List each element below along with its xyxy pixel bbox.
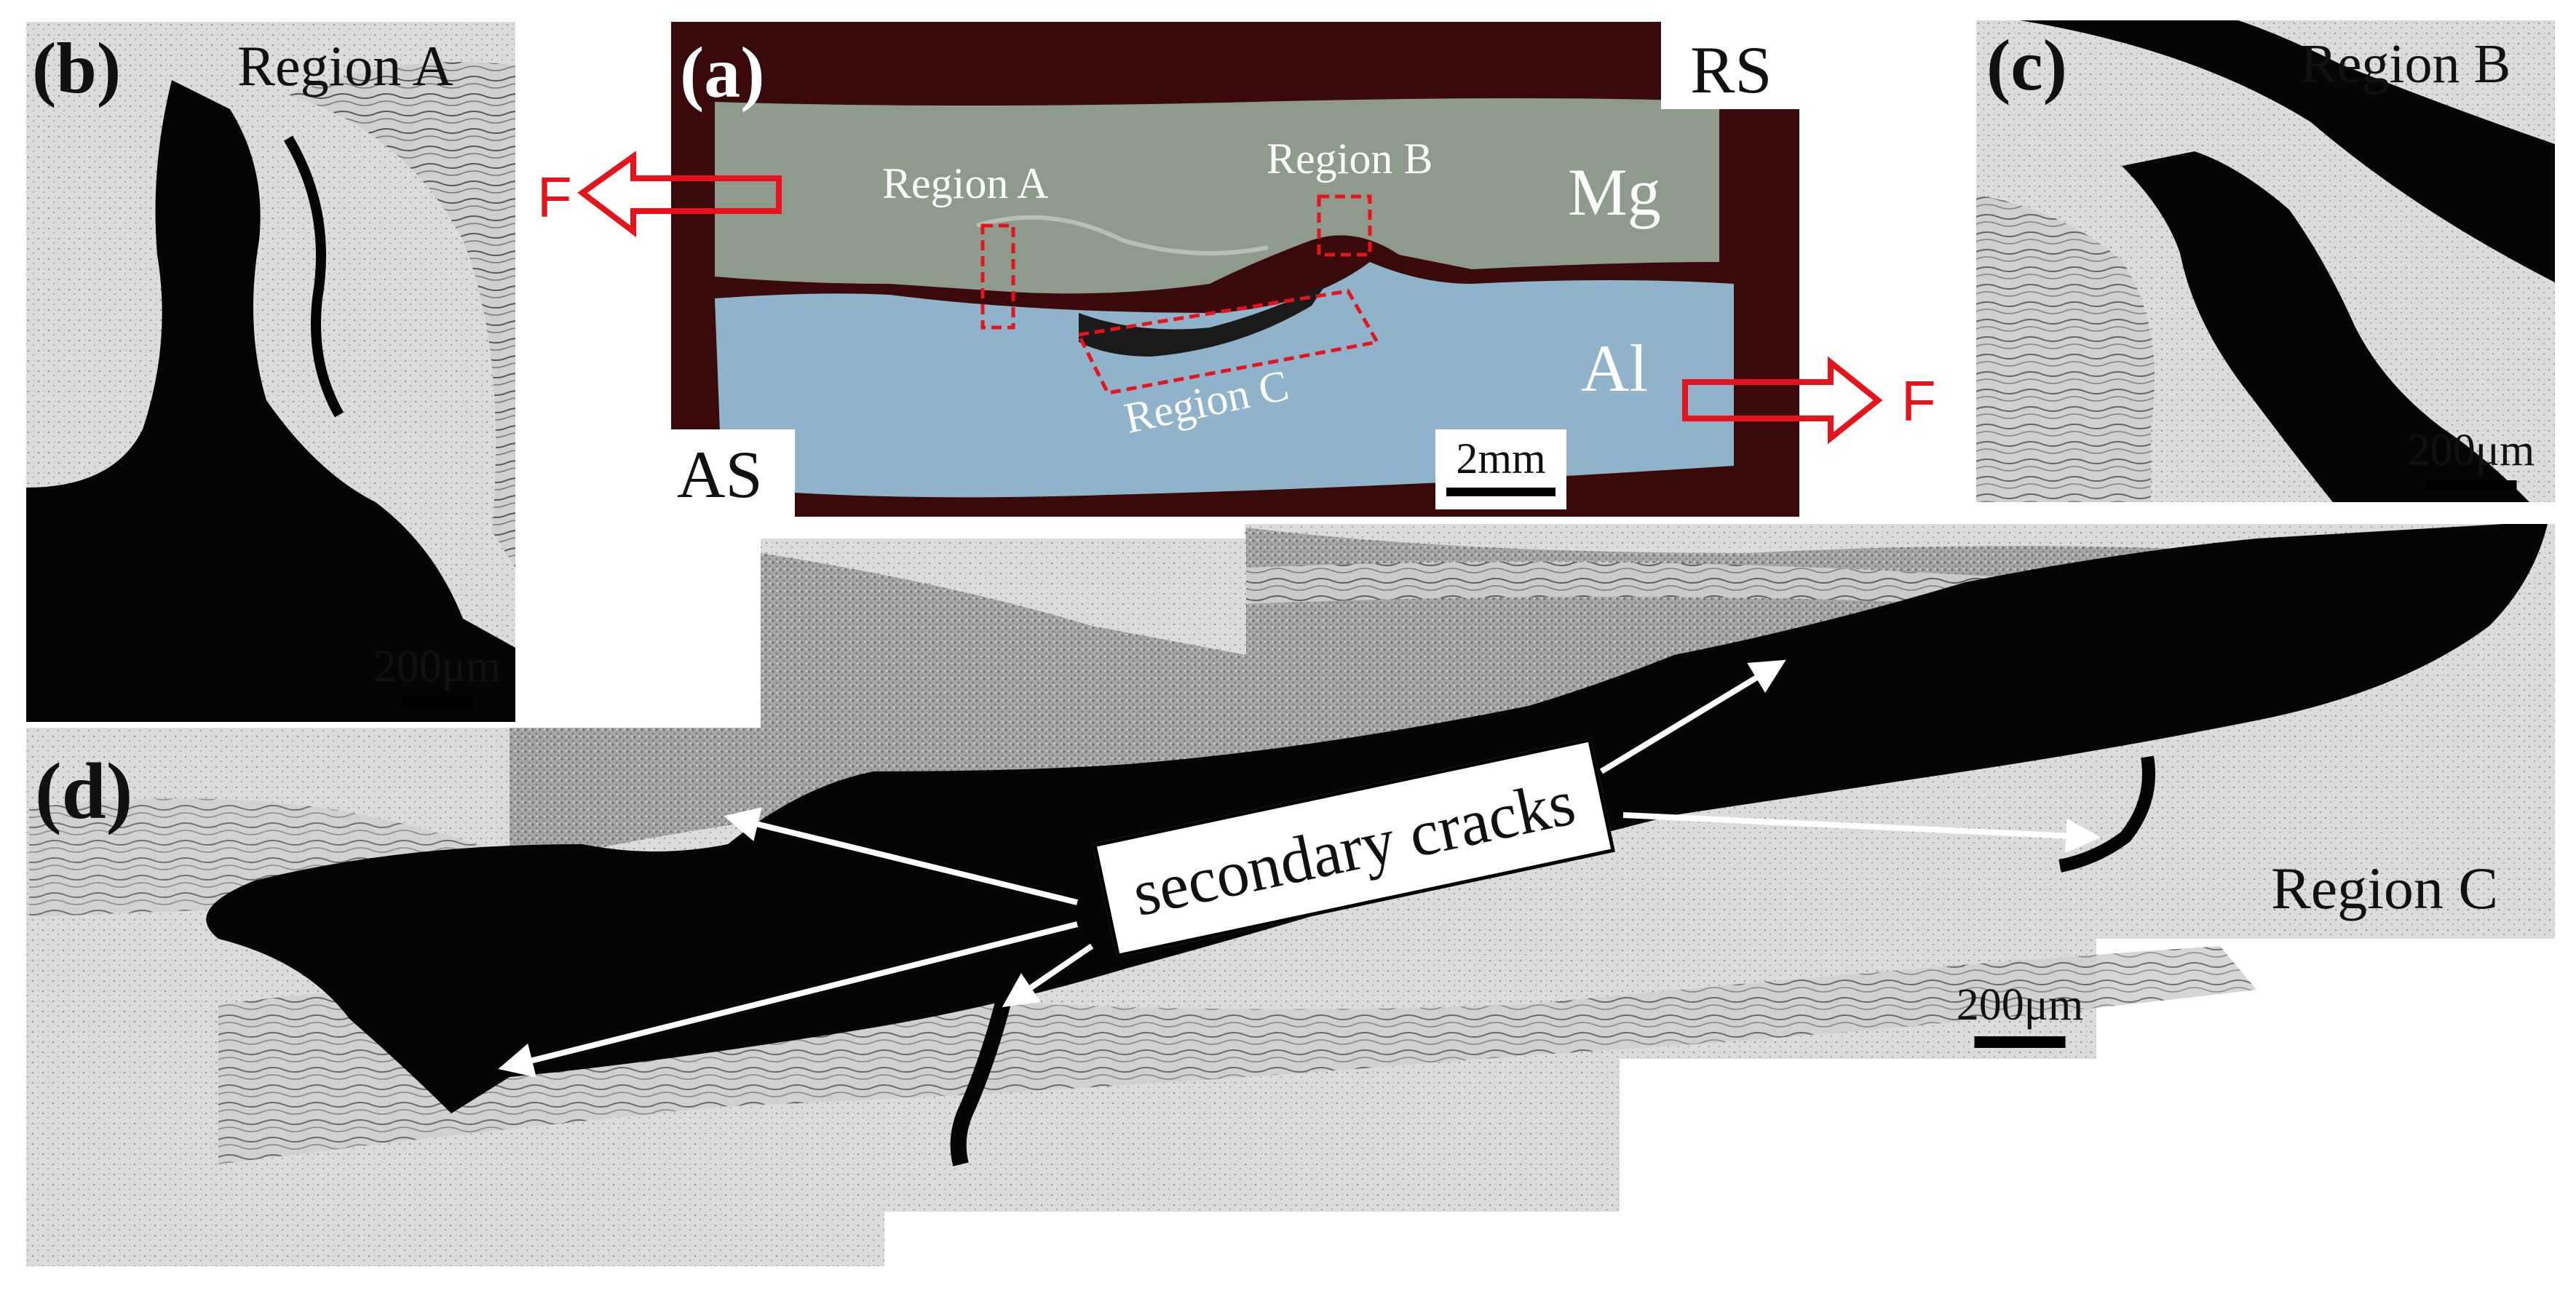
- secondary-crack-4: [2058, 755, 2155, 873]
- arrow-to-mid-crack: [1002, 943, 1094, 1008]
- arrow-to-upper-left-crack: [724, 807, 1078, 905]
- panel-c-scale-line: [2425, 480, 2517, 490]
- arrow-to-upper-right-crack: [1599, 659, 1786, 774]
- force-arrow-left: [577, 151, 782, 238]
- panel-b-lamellae: [288, 62, 515, 568]
- panel-c-lamellae: [1976, 195, 2155, 502]
- rs-plate: [1661, 22, 1799, 109]
- panel-b-scale-bar: 200μm: [354, 644, 515, 722]
- weld-crack-zone: [1079, 284, 1326, 357]
- panel-b-crack-branch: [283, 135, 344, 418]
- as-plate: [671, 429, 795, 517]
- force-arrow-right-body: [1682, 356, 1883, 445]
- panel-d-scale-line: [1974, 1036, 2066, 1048]
- panel-a-image: [671, 22, 1799, 517]
- panel-b: (b) Region A 200μm: [26, 22, 515, 722]
- panel-a-label: (a): [680, 32, 765, 113]
- panel-b-image: [26, 22, 515, 722]
- panel-c-region-label: Region B: [2300, 33, 2511, 95]
- arrow-to-right-crack: [1622, 812, 2101, 854]
- panel-a: (a) RS AS Mg Al Region A Region B Region…: [671, 22, 1799, 517]
- region-b-box: [1317, 194, 1372, 257]
- panel-b-region-label: Region A: [237, 34, 453, 98]
- panel-c-scale-text: 200μm: [2407, 426, 2535, 475]
- mg-plate: [715, 98, 1719, 294]
- panel-b-crack: [26, 80, 515, 722]
- region-a-label: Region A: [882, 159, 1049, 207]
- secondary-crack-6: [363, 966, 438, 1006]
- secondary-crack-2: [1018, 799, 1072, 883]
- panel-d-scale-text: 200μm: [1956, 980, 2084, 1030]
- force-label-right: F: [1901, 369, 1936, 433]
- panel-b-label: (b): [32, 28, 122, 108]
- region-a-box: [980, 223, 1015, 330]
- panel-a-scale-bar: 2mm: [1439, 429, 1563, 509]
- panel-c: (c) Region B 200μm: [1976, 20, 2555, 502]
- panel-a-scale-line: [1446, 488, 1555, 496]
- panel-b-scale-text: 200μm: [373, 642, 502, 691]
- panel-c-crack: [2020, 20, 2555, 502]
- force-label-left: F: [537, 165, 572, 229]
- panel-c-scale-bar: 200μm: [2391, 428, 2551, 501]
- arrow-to-left-crack: [498, 921, 1078, 1078]
- panel-a-scale-text: 2mm: [1456, 434, 1546, 482]
- mg-label: Mg: [1568, 155, 1661, 229]
- panel-b-scale-line: [401, 696, 474, 708]
- as-label: AS: [677, 437, 763, 512]
- panel-d-label: (d): [35, 747, 133, 835]
- region-b-label: Region B: [1267, 135, 1433, 183]
- region-c-box: [1076, 289, 1380, 395]
- panel-d-region-label: Region C: [2271, 855, 2499, 921]
- rs-label: RS: [1690, 33, 1772, 107]
- panel-c-image: [1976, 20, 2555, 502]
- weld-swirl: [976, 215, 1269, 255]
- secondary-crack-3: [950, 995, 1012, 1167]
- al-label: Al: [1581, 331, 1648, 405]
- panel-c-label: (c): [1986, 25, 2067, 106]
- panel-d-scale-bar: 200μm: [1936, 982, 2104, 1062]
